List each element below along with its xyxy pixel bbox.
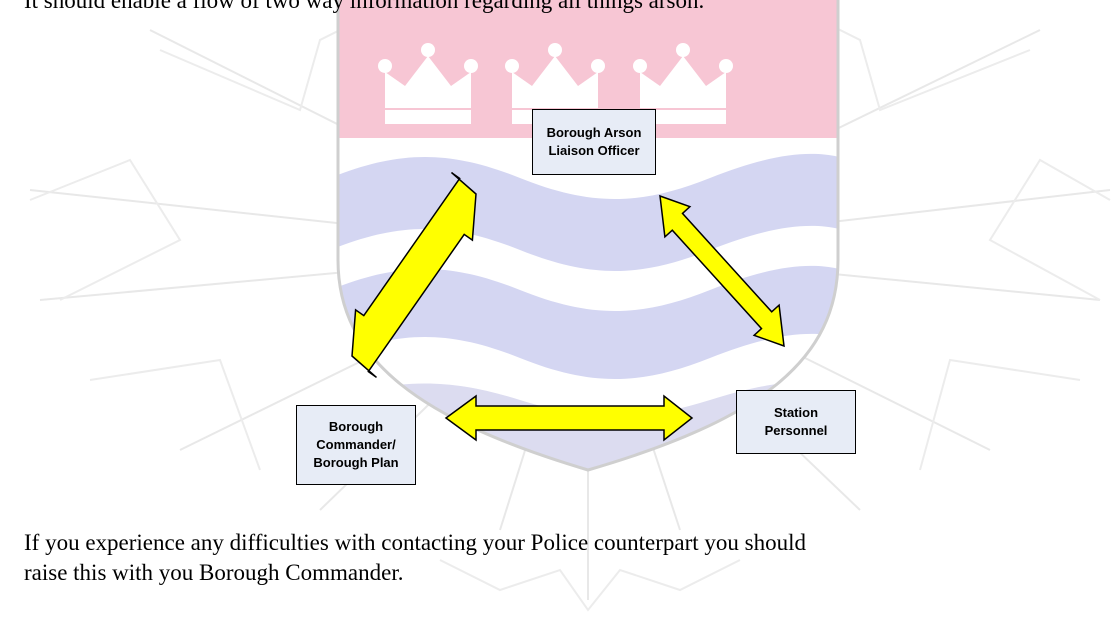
node-station-personnel: Station Personnel (736, 390, 856, 454)
node-label-line: Station (773, 405, 819, 420)
node-borough-commander: Borough Commander/ Borough Plan (296, 405, 416, 485)
node-label-line: Personnel (764, 423, 828, 438)
intro-paragraph: It should enable a flow of two way infor… (24, 0, 705, 13)
node-label-line: Commander/ (316, 437, 396, 452)
node-label-line: Borough Arson (546, 125, 642, 140)
node-label-line: Borough Plan (313, 455, 399, 470)
closing-paragraph-line-1: If you experience any difficulties with … (24, 530, 806, 555)
arrow-balo-to-commander (351, 171, 477, 379)
node-borough-arson-liaison-officer: Borough Arson Liaison Officer (532, 109, 656, 175)
node-label-line: Liaison Officer (548, 143, 640, 158)
node-label-line: Borough (328, 419, 384, 434)
arrow-balo-to-station (659, 194, 785, 348)
crown-jewels (378, 43, 733, 73)
closing-paragraph-line-2: raise this with you Borough Commander. (24, 560, 404, 585)
arrow-commander-to-station (444, 394, 694, 442)
